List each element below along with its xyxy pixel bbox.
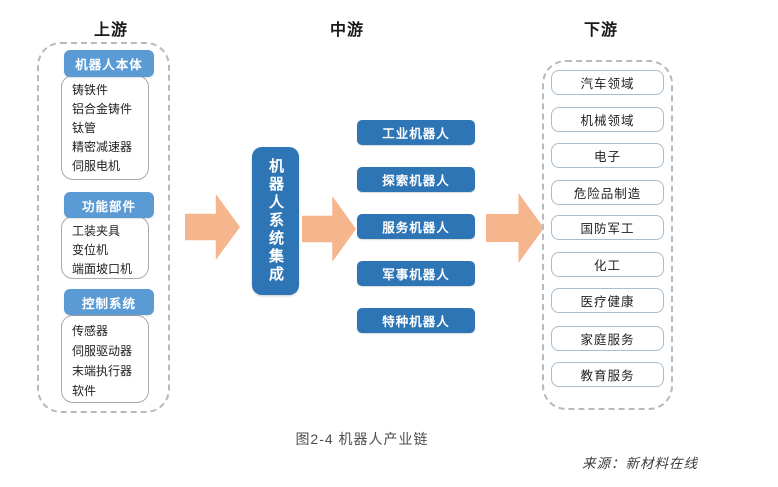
component-item: 软件 bbox=[72, 384, 97, 398]
application-field-defense: 国防军工 bbox=[551, 215, 664, 240]
application-field-education: 教育服务 bbox=[551, 362, 664, 387]
component-item: 端面坡口机 bbox=[72, 262, 133, 276]
component-item: 钛管 bbox=[72, 121, 97, 135]
midstream-header-label: 中游 bbox=[329, 22, 364, 39]
figure-caption: 图2-4 机器人产业链 bbox=[295, 431, 429, 447]
upstream-header-label: 上游 bbox=[93, 22, 128, 39]
group-title-robot-body: 机器人本体 bbox=[64, 50, 154, 77]
component-item: 变位机 bbox=[72, 243, 109, 257]
arrow-right-icon-integration-to-types bbox=[302, 196, 356, 262]
component-item: 铝合金铸件 bbox=[72, 102, 133, 116]
component-item: 伺服驱动器 bbox=[72, 344, 133, 358]
component-list-functional-parts: 工装夹具 变位机 端面坡口机 bbox=[61, 216, 149, 279]
application-field-home-service: 家庭服务 bbox=[551, 326, 664, 351]
downstream-panel bbox=[542, 60, 673, 410]
downstream-header-label: 下游 bbox=[583, 22, 618, 39]
application-field-electronics: 电子 bbox=[551, 143, 664, 168]
group-title-functional-parts: 功能部件 bbox=[64, 192, 154, 218]
robot-type-special: 特种机器人 bbox=[357, 308, 475, 333]
group-title-control-system: 控制系统 bbox=[64, 289, 154, 315]
source-attribution: 来源：新材料在线 bbox=[582, 456, 698, 471]
robot-type-military: 军事机器人 bbox=[357, 261, 475, 286]
arrow-right-icon-upstream-to-midstream bbox=[185, 194, 240, 260]
component-list-control-system: 传感器 伺服驱动器 末端执行器 软件 bbox=[61, 315, 149, 403]
upstream-panel bbox=[37, 42, 170, 413]
application-field-automotive: 汽车领域 bbox=[551, 70, 664, 95]
component-item: 末端执行器 bbox=[72, 364, 133, 378]
robot-type-exploration: 探索机器人 bbox=[357, 167, 475, 192]
application-field-chemical: 化工 bbox=[551, 252, 664, 277]
component-item: 传感器 bbox=[72, 324, 109, 338]
robot-type-industrial: 工业机器人 bbox=[357, 120, 475, 145]
component-item: 伺服电机 bbox=[72, 159, 121, 173]
component-item: 工装夹具 bbox=[72, 224, 121, 238]
system-integration-label: 机器人系统集成 bbox=[267, 158, 284, 284]
system-integration-box: 机器人系统集成 bbox=[252, 147, 299, 295]
application-field-medical: 医疗健康 bbox=[551, 288, 664, 313]
application-field-machinery: 机械领域 bbox=[551, 107, 664, 132]
component-item: 精密减速器 bbox=[72, 140, 133, 154]
arrow-right-icon-midstream-to-downstream bbox=[486, 193, 544, 263]
component-item: 铸铁件 bbox=[72, 83, 109, 97]
component-list-robot-body: 铸铁件 铝合金铸件 钛管 精密减速器 伺服电机 bbox=[61, 75, 149, 180]
application-field-hazardous: 危险品制造 bbox=[551, 180, 664, 205]
robot-type-service: 服务机器人 bbox=[357, 214, 475, 239]
